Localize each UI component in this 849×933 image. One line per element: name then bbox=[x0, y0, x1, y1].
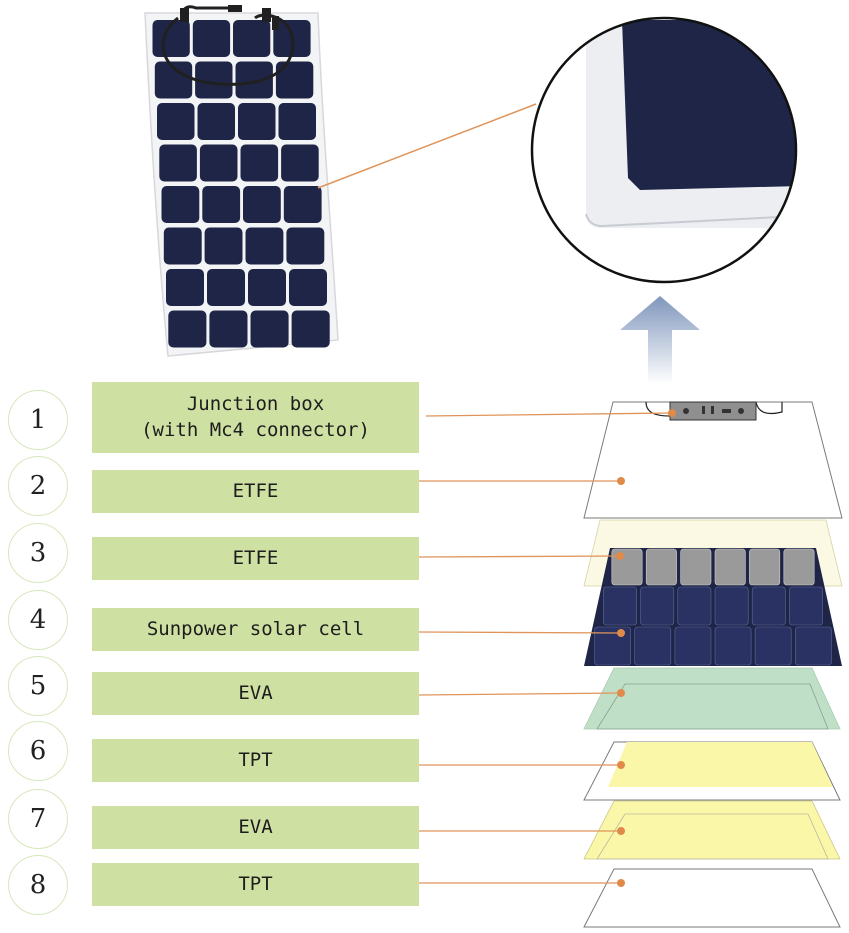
panel-cell bbox=[248, 269, 286, 306]
layer-label-6-text: TPT bbox=[238, 748, 273, 771]
panel-cell bbox=[291, 310, 330, 348]
leader-junction-box-dot bbox=[668, 409, 676, 417]
layer-label-4: Sunpower solar cell bbox=[92, 608, 419, 651]
layer-6-tpt-sheet bbox=[583, 741, 841, 801]
layer-7-eva-sheet bbox=[583, 800, 841, 860]
panel-cell bbox=[168, 310, 207, 348]
panel-cell bbox=[192, 20, 231, 57]
layer-label-2: ETFE bbox=[92, 470, 419, 513]
panel-cell bbox=[250, 310, 289, 348]
leader-eva-1-dot bbox=[617, 689, 625, 697]
solar-cell bbox=[674, 626, 712, 666]
solar-cell bbox=[754, 626, 792, 666]
junction-box-icon bbox=[645, 401, 783, 421]
layer-label-1-line1: Junction box bbox=[186, 392, 325, 415]
panel-cell bbox=[207, 269, 245, 306]
solar-cell bbox=[789, 586, 823, 626]
layer-label-1-line2: (with Mc4 connector) bbox=[141, 418, 370, 441]
panel-cell bbox=[275, 61, 314, 99]
panel-cell bbox=[154, 61, 193, 99]
layer-label-8-text: TPT bbox=[238, 872, 273, 895]
solar-cell bbox=[714, 548, 746, 586]
panel-cell bbox=[166, 269, 204, 306]
solar-cell bbox=[794, 626, 832, 666]
leader-etfe-top-dot bbox=[617, 477, 625, 485]
panel-cell bbox=[281, 144, 319, 182]
panel-cell bbox=[195, 61, 233, 99]
solar-cell bbox=[640, 586, 675, 626]
layer-8-tpt-sheet bbox=[583, 868, 841, 928]
layer-number-5: 5 bbox=[8, 656, 68, 716]
panel-cell bbox=[235, 61, 273, 99]
panel-cell bbox=[243, 186, 281, 223]
layer-label-6: TPT bbox=[92, 739, 419, 782]
layer-label-7: EVA bbox=[92, 806, 419, 849]
solar-cell bbox=[751, 586, 786, 626]
solar-cell bbox=[603, 586, 637, 626]
solar-cell bbox=[749, 548, 781, 586]
layer-label-5: EVA bbox=[92, 672, 419, 715]
leader-junction-box-line bbox=[425, 412, 673, 417]
layer-label-8: TPT bbox=[92, 863, 419, 906]
solar-cell bbox=[677, 586, 712, 626]
panel-cell bbox=[289, 269, 327, 306]
layer-number-2: 2 bbox=[8, 456, 68, 516]
magnified-corner-detail bbox=[530, 16, 798, 284]
leader-etfe-dot bbox=[616, 552, 624, 560]
layer-number-1: 1 bbox=[8, 390, 68, 450]
layer-label-1: Junction box (with Mc4 connector) bbox=[92, 382, 419, 453]
leader-solar-cell-line bbox=[418, 631, 622, 634]
panel-cell bbox=[245, 227, 284, 265]
layer-label-4-text: Sunpower solar cell bbox=[146, 617, 365, 640]
leader-solar-cell-dot bbox=[617, 629, 625, 637]
layer-label-3-text: ETFE bbox=[232, 546, 279, 569]
panel-cell bbox=[286, 227, 325, 265]
layer-label-5-text: EVA bbox=[238, 681, 273, 704]
panel-cell bbox=[163, 227, 202, 265]
solar-cell bbox=[714, 586, 749, 626]
leader-lines bbox=[418, 409, 676, 887]
panel-cell bbox=[159, 144, 197, 182]
flexible-solar-panel-image bbox=[144, 5, 339, 357]
layer-5-eva-sheet bbox=[583, 667, 841, 730]
panel-cell bbox=[240, 144, 279, 182]
magnifier-leader-line bbox=[317, 103, 537, 189]
solar-cell bbox=[714, 626, 752, 666]
leader-tpt-1-dot bbox=[617, 761, 625, 769]
layer-number-8: 8 bbox=[8, 855, 68, 915]
layer-label-7-text: EVA bbox=[238, 815, 273, 838]
layer-number-3: 3 bbox=[8, 523, 68, 583]
layer-label-2-text: ETFE bbox=[232, 479, 279, 502]
panel-cell bbox=[199, 144, 238, 182]
leader-eva-2-dot bbox=[617, 827, 625, 835]
panel-cell bbox=[238, 103, 276, 140]
panel-cell bbox=[209, 310, 248, 348]
panel-cell bbox=[157, 103, 195, 140]
solar-cell bbox=[783, 548, 815, 586]
panel-cell bbox=[202, 186, 241, 223]
solar-cell bbox=[680, 548, 712, 586]
layer-number-4: 4 bbox=[8, 590, 68, 650]
up-arrow-icon bbox=[620, 296, 700, 384]
panel-cell bbox=[204, 227, 243, 265]
panel-cell bbox=[197, 103, 235, 140]
layer-number-6: 6 bbox=[8, 721, 68, 781]
leader-tpt-2-dot bbox=[617, 879, 625, 887]
panel-cell bbox=[233, 20, 271, 57]
layer-number-7: 7 bbox=[8, 789, 68, 849]
panel-cell bbox=[278, 103, 316, 140]
panel-cell bbox=[161, 186, 200, 223]
panel-cell bbox=[283, 186, 322, 223]
solar-cell bbox=[645, 548, 677, 586]
layer-label-3: ETFE bbox=[92, 537, 419, 580]
leader-eva-1-line bbox=[418, 692, 622, 696]
leader-etfe-line bbox=[418, 555, 621, 558]
solar-cell bbox=[634, 626, 672, 666]
layer-4-solar-cell-grid bbox=[584, 548, 842, 666]
